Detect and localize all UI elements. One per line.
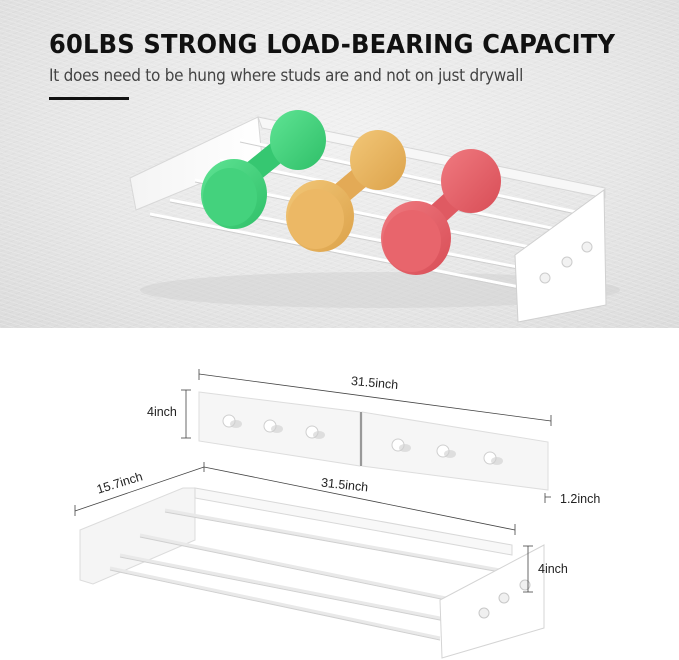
rack-with-dumbbells-illustration	[129, 110, 620, 323]
green-dumbbell	[201, 110, 326, 229]
red-dumbbell	[381, 149, 501, 275]
wall-panel	[198, 391, 549, 491]
panel-height-label: 4inch	[147, 405, 177, 419]
rack-height-label: 4inch	[538, 562, 568, 576]
hero-photo: 60LBS STRONG LOAD-BEARING CAPACITY It do…	[0, 0, 679, 328]
yellow-dumbbell	[286, 130, 406, 252]
headline-underline	[49, 97, 129, 100]
panel-thickness-label: 1.2inch	[560, 492, 601, 506]
headline: 60LBS STRONG LOAD-BEARING CAPACITY	[49, 30, 616, 60]
subheadline: It does need to be hung where studs are …	[49, 66, 524, 86]
folded-rack	[79, 487, 545, 659]
